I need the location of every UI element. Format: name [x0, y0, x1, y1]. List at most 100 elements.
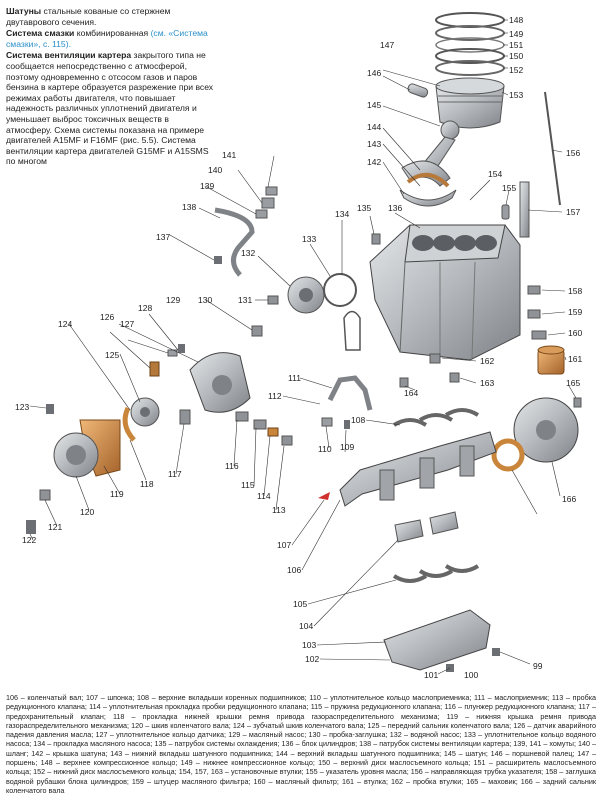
crankshaft-icon — [339, 431, 497, 507]
callout-label: 114 — [257, 491, 271, 501]
callout-label: 125 — [105, 350, 119, 360]
callout-label: 119 — [110, 489, 124, 499]
callout-label: 145 — [367, 100, 381, 110]
callout-label: 146 — [367, 68, 381, 78]
callout-label: 139 — [200, 181, 214, 191]
reducer-spring-icon — [253, 419, 267, 430]
callout-label: 131 — [238, 295, 252, 305]
water-pump-o-ring-icon — [323, 273, 357, 307]
callout-label: 133 — [302, 234, 316, 244]
callout-label: 123 — [15, 402, 29, 412]
callout-label: 116 — [225, 461, 239, 471]
text-vent: закрытого типа не сообщается непосредств… — [6, 50, 214, 167]
callout-label: 135 — [357, 203, 371, 213]
plug-131-icon — [267, 295, 279, 305]
clamp-139-icon — [255, 209, 268, 219]
water-pump-icon — [287, 276, 325, 314]
callout-label: 121 — [48, 522, 62, 532]
callout-label: 156 — [566, 148, 580, 158]
callout-label: 141 — [222, 150, 236, 160]
callout-label: 101 — [424, 670, 438, 680]
callout-label: 155 — [502, 183, 516, 193]
intro-paragraph-rods: Шатуны стальные кованые со стержнем двут… — [6, 6, 214, 27]
fitting-159-icon — [531, 330, 547, 340]
bolt-137-icon — [214, 256, 222, 264]
callout-label: 100 — [464, 670, 478, 680]
oil-pressure-sensor-icon — [149, 361, 160, 377]
bolt-123-icon — [46, 404, 54, 414]
rod-bearing-shell-icon — [406, 173, 450, 188]
callout-label: 132 — [241, 248, 255, 258]
text-rods: стальные кованые со стержнем двутавровог… — [6, 6, 171, 27]
callout-label: 108 — [351, 415, 365, 425]
callout-label: 153 — [509, 90, 523, 100]
oil-pan-icon — [383, 609, 491, 671]
callout-label: 127 — [120, 319, 134, 329]
callout-label: 147 — [380, 40, 394, 50]
oil-pickup-icon — [327, 375, 373, 411]
exploded-engine-diagram: 99 100 101 102 103 104 105 106 107 108 1… — [15, 12, 582, 680]
callout-label: 115 — [241, 480, 255, 490]
reducer-plug-icon — [281, 435, 293, 446]
callout-label: 165 — [566, 378, 580, 388]
plug-gasket-icon — [267, 427, 279, 437]
rod-cap-icon — [399, 189, 457, 207]
dowel-154-icon — [501, 204, 510, 220]
plug-157-icon — [527, 285, 541, 295]
callout-label: 140 — [208, 165, 222, 175]
callout-label: 128 — [138, 303, 152, 313]
callout-label: 142 — [367, 157, 381, 167]
callout-label: 110 — [318, 444, 332, 454]
ventilation-pipe-icon — [214, 207, 255, 277]
callout-label: 144 — [367, 122, 381, 132]
callout-label: 120 — [80, 507, 94, 517]
bolt-122-icon — [26, 520, 36, 534]
relief-valve-icon — [179, 409, 191, 425]
dowel-163-icon — [399, 377, 409, 388]
callout-label: 166 — [562, 494, 576, 504]
dipstick-tube-icon — [519, 181, 530, 238]
callout-label: 106 — [287, 565, 301, 575]
callout-label: 99 — [533, 661, 543, 671]
drain-plug-icon — [492, 648, 500, 656]
callout-label: 104 — [299, 621, 313, 631]
callout-label: 151 — [509, 40, 523, 50]
callout-label: 136 — [388, 203, 402, 213]
dowel-135-icon — [371, 233, 381, 245]
callout-label: 154 — [488, 169, 502, 179]
callout-label: 138 — [182, 202, 196, 212]
intro-paragraph-lube: Система смазки комбинированная (см. «Сис… — [6, 28, 214, 49]
callout-label: 113 — [272, 505, 286, 515]
callout-label: 118 — [140, 479, 154, 489]
callout-label: 163 — [480, 378, 494, 388]
callout-label: 157 — [566, 207, 580, 217]
plug-162-icon — [449, 372, 460, 383]
callout-label: 162 — [480, 356, 494, 366]
lower-main-bearings-icon — [392, 564, 480, 583]
pickup-o-ring-icon — [321, 417, 333, 427]
sensor-ring-icon — [167, 349, 178, 357]
dowel-164-icon — [573, 397, 582, 408]
callout-label: 149 — [509, 29, 523, 39]
intro-paragraph-vent: Система вентиляции картера закрытого тип… — [6, 50, 214, 167]
lube-crossref-link[interactable]: (см. «Система смазки», с. 115). — [6, 28, 208, 49]
key-icon — [318, 492, 330, 500]
oil-pump-gasket-icon — [343, 310, 361, 351]
clamp-141-icon — [265, 186, 278, 196]
callout-label: 143 — [367, 139, 381, 149]
cylinder-block-icon — [369, 224, 521, 361]
text-lube: комбинированная — [74, 28, 151, 39]
hose-140-icon — [261, 197, 275, 209]
intro-text: Шатуны стальные кованые со стержнем двут… — [6, 6, 214, 168]
bolt-109-icon — [344, 420, 350, 429]
callout-label: 103 — [302, 640, 316, 650]
callout-label: 164 — [404, 388, 418, 398]
piston-rings-icon — [435, 12, 505, 76]
callout-label: 112 — [268, 391, 282, 401]
callout-label: 126 — [100, 312, 114, 322]
callout-label: 159 — [568, 307, 582, 317]
piston-icon — [435, 77, 505, 129]
bolt-128-icon — [178, 344, 185, 353]
callout-label: 134 — [335, 209, 349, 219]
callout-labels: 99 100 101 102 103 104 105 106 107 108 1… — [15, 15, 582, 680]
